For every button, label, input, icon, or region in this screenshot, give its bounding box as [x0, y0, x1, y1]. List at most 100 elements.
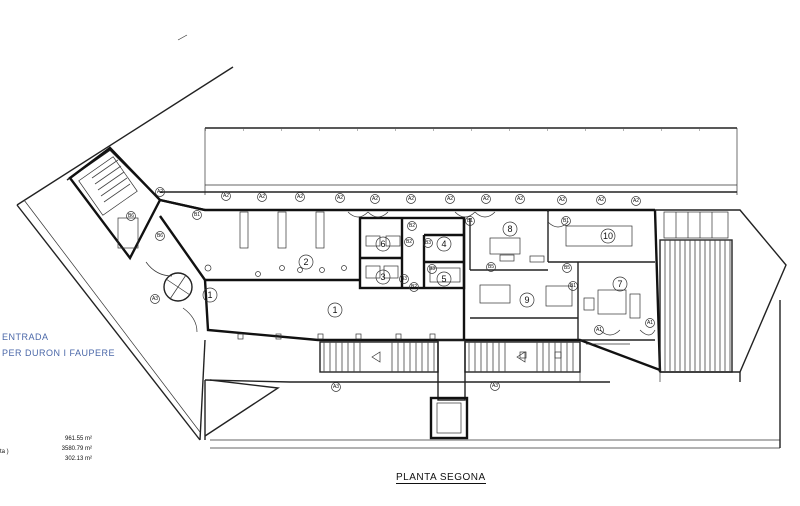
room-number: 3 [380, 272, 385, 282]
interior-walls [358, 210, 655, 345]
door-tag-circle [404, 237, 414, 247]
door-tag: B5 [488, 264, 494, 270]
east-terrace [655, 209, 787, 448]
door-tag: B2 [411, 284, 417, 290]
door-tag: A2 [483, 196, 489, 202]
room-number-circle [375, 236, 391, 252]
door-tag-circle [192, 210, 202, 220]
door-tag: A2 [337, 195, 343, 201]
entrance-note-line-1: ENTRADA [2, 332, 49, 342]
door-tag-circle [562, 263, 572, 273]
room-number-circle [502, 221, 518, 237]
room-number-circle [202, 287, 218, 303]
room-number: 5 [441, 274, 446, 284]
room-number-circle [519, 292, 535, 308]
door-tag-circle [596, 195, 606, 205]
left-stair-core [68, 146, 162, 261]
furniture [237, 211, 641, 359]
door-tag: B1 [563, 218, 569, 224]
door-tag: B6 [157, 233, 163, 239]
door-tag: B6 [128, 213, 134, 219]
entrance-note: ENTRADA PER DURON I FAUPERE [2, 332, 115, 358]
door-tag: B1 [570, 283, 576, 289]
south-facade [204, 345, 780, 449]
area-value-1: 961.55 m² [64, 436, 92, 442]
room-number: 1 [207, 290, 212, 300]
main-building-outline [159, 127, 738, 373]
door-tag-circle [150, 294, 160, 304]
door-tag: B1 [194, 212, 200, 218]
room-number: 8 [507, 224, 512, 234]
door-tag: A1 [596, 327, 602, 333]
door-tag-circle [155, 187, 165, 197]
room-number-circle [436, 271, 452, 287]
room-number-layer: 1 1 2 3 4 5 6 7 8 9 10 [202, 221, 628, 318]
door-tag-circle [409, 282, 419, 292]
door-tag-circle [406, 194, 416, 204]
door-tag-circle [399, 274, 409, 284]
door-tag-circle [295, 192, 305, 202]
door-tag: A2 [259, 194, 265, 200]
room-number-circle [600, 228, 616, 244]
door-swings [347, 211, 656, 336]
door-tag-circle [645, 318, 655, 328]
door-tag: B3 [429, 266, 435, 272]
door-tag: A2 [157, 189, 163, 195]
door-tag: A3 [492, 383, 498, 389]
door-tag-circle [486, 262, 496, 272]
room-number: 1 [332, 305, 337, 315]
door-tag-circle [568, 281, 578, 291]
room-number-circle [375, 269, 391, 285]
door-tag-circle [561, 216, 571, 226]
door-tag-circle [335, 193, 345, 203]
south-stairs [319, 339, 581, 440]
room-number: 10 [603, 231, 613, 241]
door-tag: A2 [517, 196, 523, 202]
door-tag: A1 [647, 320, 653, 326]
door-tag-circle [515, 194, 525, 204]
door-tag: A2 [408, 196, 414, 202]
door-tag: B2 [406, 239, 412, 245]
door-tag: A3 [152, 296, 158, 302]
door-tag-circle [465, 216, 475, 226]
plan-title: PLANTA SEGONA [396, 472, 486, 484]
door-tag-circle [427, 264, 437, 274]
door-tag: B1 [467, 218, 473, 224]
door-tag: A2 [372, 196, 378, 202]
door-tag: A2 [633, 198, 639, 204]
entrance-note-line-2: PER DURON I FAUPERE [2, 348, 116, 358]
door-tag-circle [221, 191, 231, 201]
room-number-circle [327, 302, 343, 318]
room-number: 4 [441, 239, 446, 249]
door-tag-circle [557, 195, 567, 205]
area-value-3: 302.13 m² [64, 456, 92, 462]
door-tag: B3 [425, 240, 431, 246]
area-side-label: ta ) [0, 449, 9, 455]
door-tag: A2 [297, 194, 303, 200]
door-tag-circle [257, 192, 267, 202]
room-number: 7 [617, 279, 622, 289]
room-number: 6 [380, 239, 385, 249]
door-tag: A2 [559, 197, 565, 203]
room-number: 9 [524, 295, 529, 305]
left-wing-outline [16, 34, 234, 441]
door-tag: B2 [409, 223, 415, 229]
area-table: 961.55 m² 3580.79 m² 302.13 m² [26, 436, 92, 476]
room-number-circle [298, 254, 314, 270]
door-tag-circle [481, 194, 491, 204]
door-tag: A2 [447, 196, 453, 202]
door-tag: A2 [598, 197, 604, 203]
door-tag: A3 [333, 384, 339, 390]
area-value-2: 3580.79 m² [61, 446, 92, 452]
door-tag-circle [423, 238, 433, 248]
door-tag-circle [594, 325, 604, 335]
door-tag-circle [331, 382, 341, 392]
door-tag-circle [407, 221, 417, 231]
room-number: 2 [303, 257, 308, 267]
door-tag: A2 [223, 193, 229, 199]
door-tag: B5 [564, 265, 570, 271]
room-number-circle [436, 236, 452, 252]
door-tag-circle [445, 194, 455, 204]
